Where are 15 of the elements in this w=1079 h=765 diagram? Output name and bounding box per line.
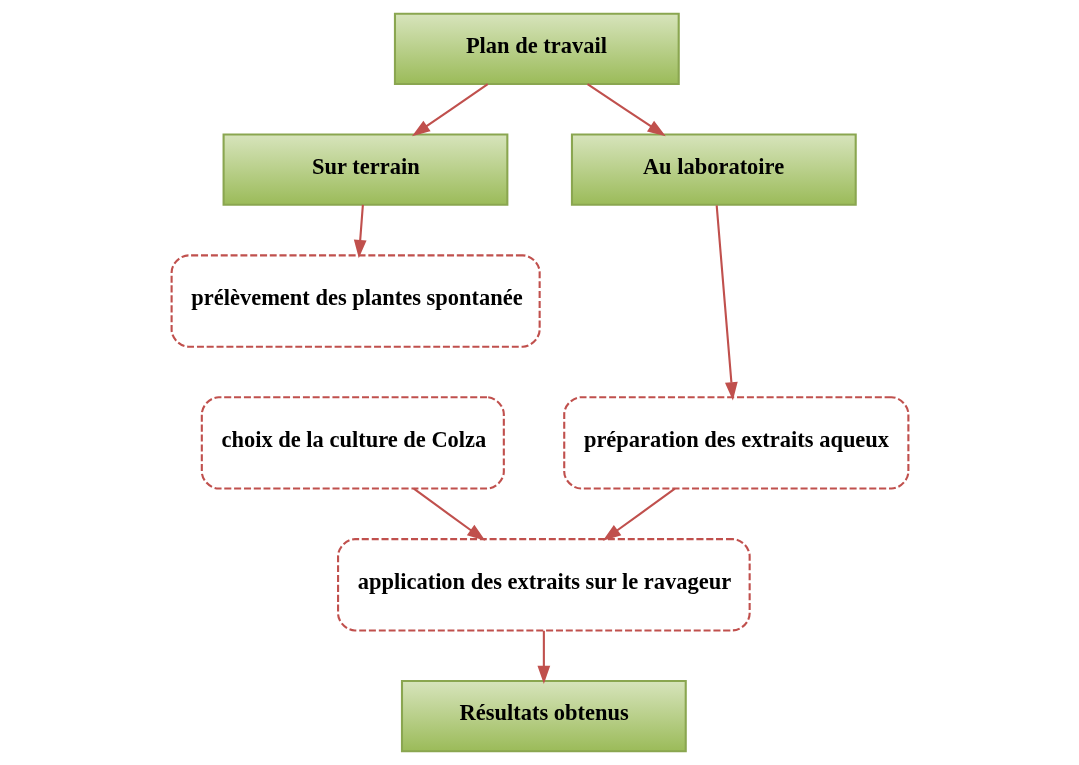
node-box: préparation des extraits aqueux — [562, 396, 909, 490]
arrow — [715, 205, 738, 401]
node-box: Plan de travail — [393, 12, 680, 86]
arrow — [586, 83, 666, 137]
arrow — [602, 487, 675, 541]
arrow — [353, 204, 367, 259]
arrow — [412, 487, 485, 541]
node-box: Au laboratoire — [570, 133, 857, 206]
node-box: Sur terrain — [222, 133, 508, 206]
node-box: application des extraits sur le ravageur — [336, 538, 751, 632]
node-box: prélèvement des plantes spontanée — [170, 254, 541, 348]
node-box: choix de la culture de Colza — [200, 396, 505, 490]
arrow — [536, 630, 550, 684]
node-box: Résultats obtenus — [400, 679, 687, 753]
arrow — [411, 83, 488, 137]
